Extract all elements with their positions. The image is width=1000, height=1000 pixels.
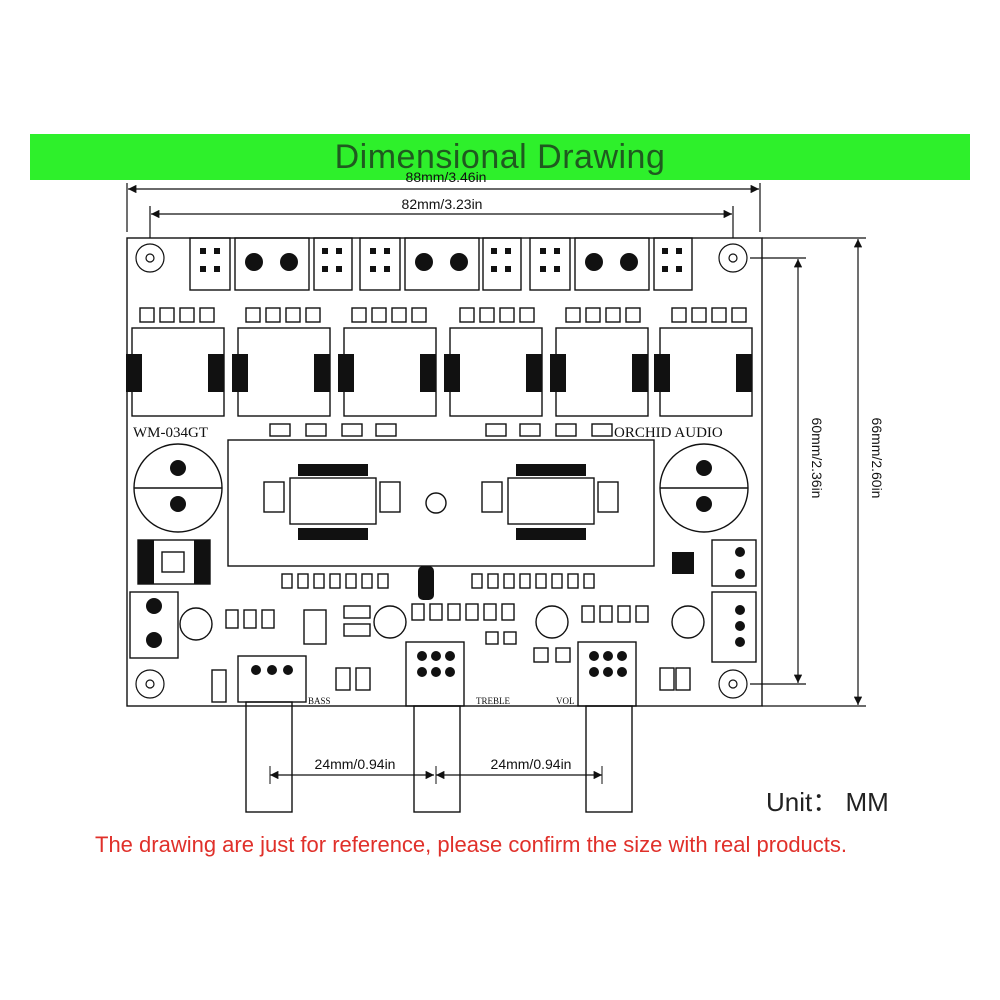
dim-pot-left-label: 24mm/0.94in [315, 756, 396, 772]
voltage-regulator [418, 566, 434, 600]
ic-left [263, 464, 401, 540]
pot-bass [237, 655, 307, 813]
board-model-label: WM-034GT [133, 425, 208, 441]
pot-vol [577, 641, 637, 813]
pcb-board [126, 237, 763, 813]
small-capacitor [373, 605, 705, 639]
dim-overall-height-label: 66mm/2.60in [869, 418, 885, 499]
pot-label-treble: TREBLE [476, 696, 510, 706]
disclaimer-note: The drawing are just for reference, plea… [95, 832, 848, 857]
rectifier [137, 539, 211, 585]
dim-hole-height-label: 60mm/2.36in [809, 418, 825, 499]
dimension-lines [126, 183, 866, 780]
dim-overall-width-label: 88mm/3.46in [406, 169, 487, 185]
component-leads [126, 354, 752, 392]
pad-pairs [269, 423, 613, 437]
mounting-hole [135, 243, 748, 699]
board-outline [126, 237, 763, 707]
terminal-screws [200, 248, 682, 272]
electrolytic-capacitor [133, 443, 749, 533]
dim-hole-width-label: 82mm/3.23in [402, 196, 483, 212]
pot-label-bass: BASS [308, 696, 331, 706]
ic-right [481, 464, 619, 540]
board-brand-label: ORCHID AUDIO [614, 425, 723, 441]
unit-label: Unit： MM [766, 787, 889, 817]
smd-pads-row [139, 307, 747, 323]
heatsink-mount-hole [425, 492, 447, 514]
page-title: Dimensional Drawing [334, 137, 666, 176]
power-terminal [129, 591, 213, 659]
heatsink-area [227, 439, 655, 567]
pot-treble [405, 641, 465, 813]
right-connectors [672, 539, 757, 663]
top-terminals [189, 237, 693, 291]
dim-pot-right-label: 24mm/0.94in [491, 756, 572, 772]
pot-label-vol: VOL [556, 696, 575, 706]
smd-row-lower [211, 573, 691, 703]
title-banner: Dimensional Drawing [30, 134, 970, 180]
